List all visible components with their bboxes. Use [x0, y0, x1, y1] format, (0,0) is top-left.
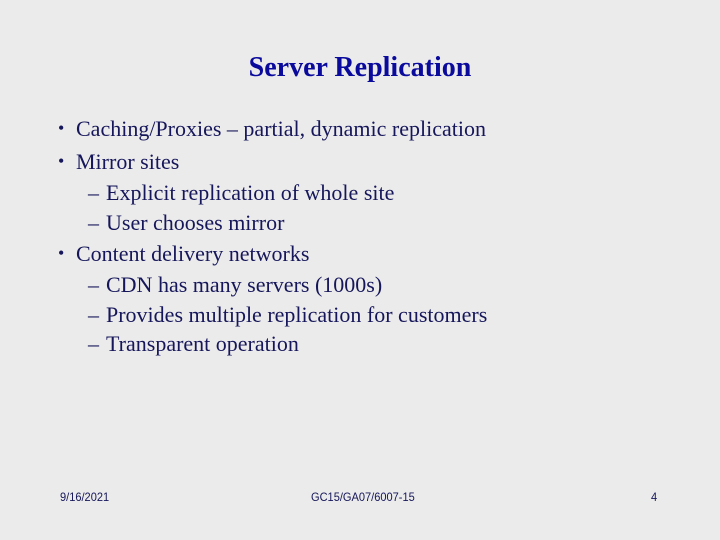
sub-bullet-text: CDN has many servers (1000s): [106, 272, 383, 297]
sub-bullet-item: – User chooses mirror: [58, 208, 678, 238]
sub-bullet-item: – Provides multiple replication for cust…: [58, 300, 678, 330]
bullet-text: Caching/Proxies – partial, dynamic repli…: [76, 116, 486, 141]
dash-icon: –: [88, 331, 99, 356]
bullet-icon: •: [58, 151, 65, 171]
bullet-icon: •: [58, 243, 65, 263]
bullet-text: Mirror sites: [76, 149, 180, 174]
slide-title: Server Replication: [248, 52, 472, 83]
dash-icon: –: [88, 209, 99, 235]
slide-body: • Caching/Proxies – partial, dynamic rep…: [58, 112, 678, 359]
dash-icon: –: [88, 272, 99, 297]
footer-code: GC15/GA07/6007-15: [311, 490, 415, 504]
footer-date: 9/16/2021: [60, 490, 110, 504]
sub-bullet-text: User chooses mirror: [106, 209, 285, 235]
bullet-text: Content delivery networks: [76, 241, 310, 266]
bullet-item: • Mirror sites: [58, 145, 678, 178]
dash-icon: –: [88, 180, 99, 205]
sub-bullet-text: Explicit replication of whole site: [106, 180, 395, 205]
dash-icon: –: [88, 301, 99, 327]
bullet-icon: •: [58, 118, 65, 138]
sub-bullet-text: Transparent operation: [106, 331, 299, 356]
bullet-item: • Caching/Proxies – partial, dynamic rep…: [58, 112, 678, 145]
sub-bullet-item: – Transparent operation: [58, 329, 678, 359]
sub-bullet-item: – CDN has many servers (1000s): [58, 270, 678, 300]
sub-bullet-text: Provides multiple replication for custom…: [106, 301, 488, 327]
footer-page-number: 4: [651, 490, 658, 504]
sub-bullet-item: – Explicit replication of whole site: [58, 178, 678, 208]
bullet-item: • Content delivery networks: [58, 237, 678, 270]
